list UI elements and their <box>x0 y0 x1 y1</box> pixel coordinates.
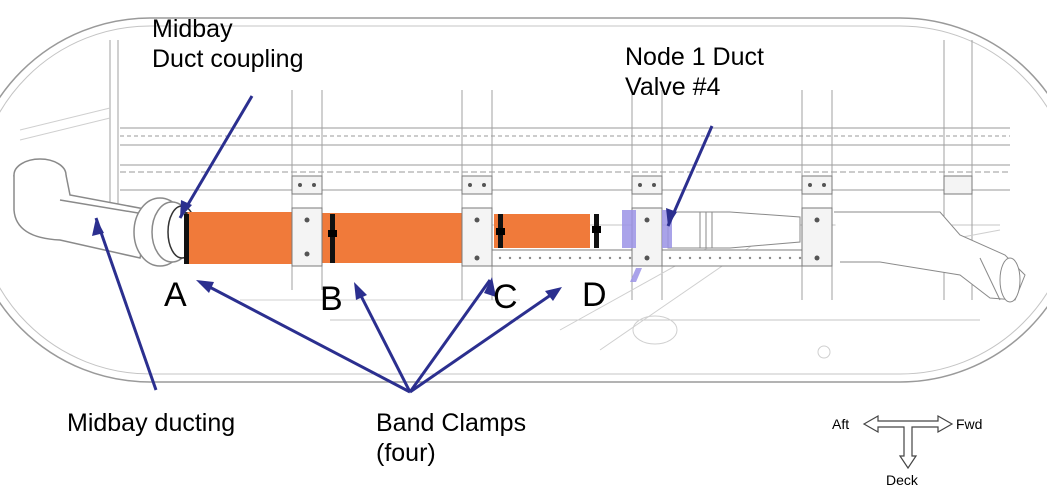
clamp-a <box>184 214 189 264</box>
rail-dot <box>498 256 502 260</box>
node1-duct-valve-label: Node 1 Duct Valve #4 <box>625 42 764 102</box>
rail-dot <box>778 256 782 260</box>
clamp-letter-a: A <box>164 276 187 314</box>
clamp-pointer-a <box>199 280 411 394</box>
rail-dot <box>508 256 512 260</box>
valve-label-line1: Node 1 Duct <box>625 43 764 71</box>
midbay-duct-coupling-label: Midbay Duct coupling <box>152 14 303 74</box>
duct-segment-2 <box>322 213 464 263</box>
rail-dot <box>578 256 582 260</box>
band-clamps-label: Band Clamps (four) <box>376 408 526 468</box>
midbay-ducting-label: Midbay ducting <box>67 409 236 437</box>
rail-dot <box>668 256 672 260</box>
rail-dot <box>548 256 552 260</box>
rail-dot <box>688 256 692 260</box>
clamp-letter-b: B <box>320 280 343 318</box>
module-outline <box>0 17 1047 383</box>
orientation-indicator <box>862 414 954 470</box>
rail-dot <box>568 256 572 260</box>
coupling-label-line2: Duct coupling <box>152 45 304 73</box>
rail-dot <box>698 256 702 260</box>
rail-dot <box>598 256 602 260</box>
valve-pointer <box>666 125 714 227</box>
bracket-bolts <box>298 183 826 261</box>
rail-dot <box>538 256 542 260</box>
valve-label-line2: Valve #4 <box>625 73 721 101</box>
rail-dot <box>678 256 682 260</box>
midbay-ducting <box>13 158 197 267</box>
pointer-lines <box>94 95 714 394</box>
clamp-pointer-d <box>409 288 559 394</box>
duct-segment-3 <box>494 214 590 248</box>
rail-dot <box>558 256 562 260</box>
node1-duct-valve <box>622 210 672 282</box>
duct-segment-1 <box>186 212 296 264</box>
clamp-b <box>330 214 335 263</box>
clamp-pointer-b <box>354 285 412 393</box>
rail-dot <box>518 256 522 260</box>
rail-dot <box>788 256 792 260</box>
clamp-pointer-c <box>408 279 492 393</box>
ducting-pointer <box>94 217 158 391</box>
rail-dot <box>728 256 732 260</box>
rail-dot <box>708 256 712 260</box>
rail-dot <box>718 256 722 260</box>
deck-label: Deck <box>886 472 918 488</box>
rail-dot <box>758 256 762 260</box>
forward-duct <box>667 211 1026 303</box>
clamp-letter-d: D <box>582 276 607 314</box>
rail-dot <box>738 256 742 260</box>
orange-duct <box>184 211 590 265</box>
clamp-letter-c: C <box>493 278 518 316</box>
rail-dot <box>628 256 632 260</box>
pointer-arrowheads <box>92 200 677 301</box>
rail-dot <box>588 256 592 260</box>
rail-dot <box>618 256 622 260</box>
brackets <box>291 175 973 267</box>
coupling-pointer <box>178 95 254 219</box>
rail-dot <box>528 256 532 260</box>
coupling-label-line1: Midbay <box>152 15 233 43</box>
band-clamps-line2: (four) <box>376 439 436 467</box>
rail-dot <box>768 256 772 260</box>
rail-dot <box>608 256 612 260</box>
fwd-label: Fwd <box>956 416 983 432</box>
clamp-tabs <box>328 226 601 237</box>
rail-dot <box>798 256 802 260</box>
aft-label: Aft <box>832 416 850 432</box>
structure-rails <box>120 127 1010 321</box>
rail-dot <box>748 256 752 260</box>
band-clamps-line1: Band Clamps <box>376 409 527 437</box>
